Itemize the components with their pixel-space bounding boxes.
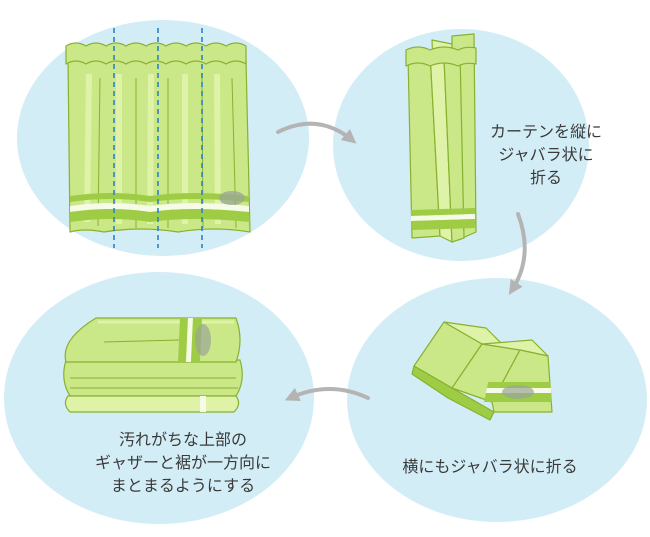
step-3-caption: 横にもジャバラ状に折る	[372, 455, 608, 478]
curved-arrow-down-icon	[508, 212, 527, 295]
hanging-curtain-icon	[65, 28, 251, 248]
step-2-caption: カーテンを縦に ジャバラ状に 折る	[476, 120, 616, 189]
step-4-caption: 汚れがちな上部の ギャザーと裾が一方向に まとまるようにする	[65, 428, 301, 497]
step-4-panel	[4, 272, 314, 524]
caption-line: カーテンを縦に	[489, 122, 602, 141]
curved-arrow-left-icon	[284, 387, 370, 402]
step-2-panel	[333, 29, 589, 261]
zigzag-folded-curtain-icon	[411, 321, 553, 421]
vertical-folded-curtain-icon	[405, 33, 477, 243]
fold-guide-lines	[113, 28, 203, 248]
caption-line: 横にもジャバラ状に折る	[402, 457, 578, 476]
caption-line: 折る	[529, 168, 562, 187]
caption-line: ギャザーと裾が一方向に	[94, 453, 271, 472]
caption-line: ジャバラ状に	[498, 145, 594, 164]
curved-arrow-right-icon	[276, 121, 357, 144]
step-1-panel	[17, 20, 309, 256]
caption-line: 汚れがちな上部の	[118, 430, 247, 449]
step-3-panel	[347, 278, 647, 522]
stacked-folded-curtain-icon	[63, 317, 243, 413]
caption-line: まとまるようにする	[110, 476, 256, 495]
